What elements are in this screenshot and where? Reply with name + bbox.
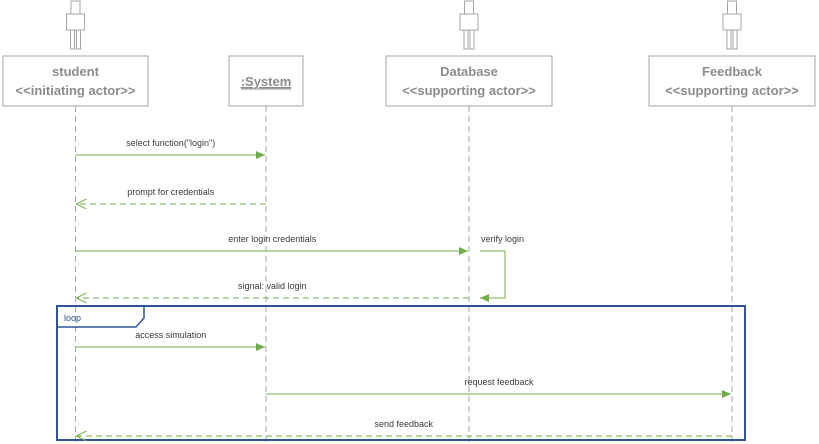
- student-person-icon: [66, 0, 85, 50]
- message-8: send feedback: [77, 419, 732, 436]
- message-label: access simulation: [135, 330, 206, 340]
- actor-feedback: Feedback <<supporting actor>>: [648, 55, 816, 107]
- message-label: request feedback: [464, 377, 534, 387]
- message-7: request feedback: [266, 377, 731, 398]
- database-person-icon: [459, 0, 479, 50]
- message-label: prompt for credentials: [127, 187, 215, 197]
- message-label: select function("login"): [126, 138, 215, 148]
- actor-system-name: :System: [241, 74, 292, 89]
- message-label: send feedback: [374, 419, 433, 429]
- actor-feedback-stereotype: <<supporting actor>>: [665, 83, 799, 98]
- message-label: enter login credentials: [228, 234, 317, 244]
- loop-fragment-label: loop: [64, 313, 81, 323]
- actor-student-stereotype: <<initiating actor>>: [16, 83, 136, 98]
- message-6: access simulation: [75, 330, 265, 351]
- loop-fragment: loop: [56, 305, 746, 441]
- message-4: verify login: [480, 234, 524, 302]
- actor-feedback-name: Feedback: [702, 64, 763, 79]
- message-5: signal: valid login: [77, 281, 469, 298]
- feedback-person-icon: [722, 0, 742, 50]
- actor-student-name: student: [52, 64, 100, 79]
- actor-system: :System: [228, 55, 304, 107]
- message-2: prompt for credentials: [77, 187, 266, 204]
- message-3: enter login credentials: [75, 234, 468, 255]
- message-arrow: [480, 250, 506, 302]
- actor-database-stereotype: <<supporting actor>>: [402, 83, 536, 98]
- actor-database: Database <<supporting actor>>: [385, 55, 553, 107]
- message-1: select function("login"): [75, 138, 265, 159]
- actor-database-name: Database: [440, 64, 498, 79]
- actor-student: student <<initiating actor>>: [2, 55, 149, 107]
- message-label: signal: valid login: [238, 281, 307, 291]
- message-label: verify login: [481, 234, 524, 244]
